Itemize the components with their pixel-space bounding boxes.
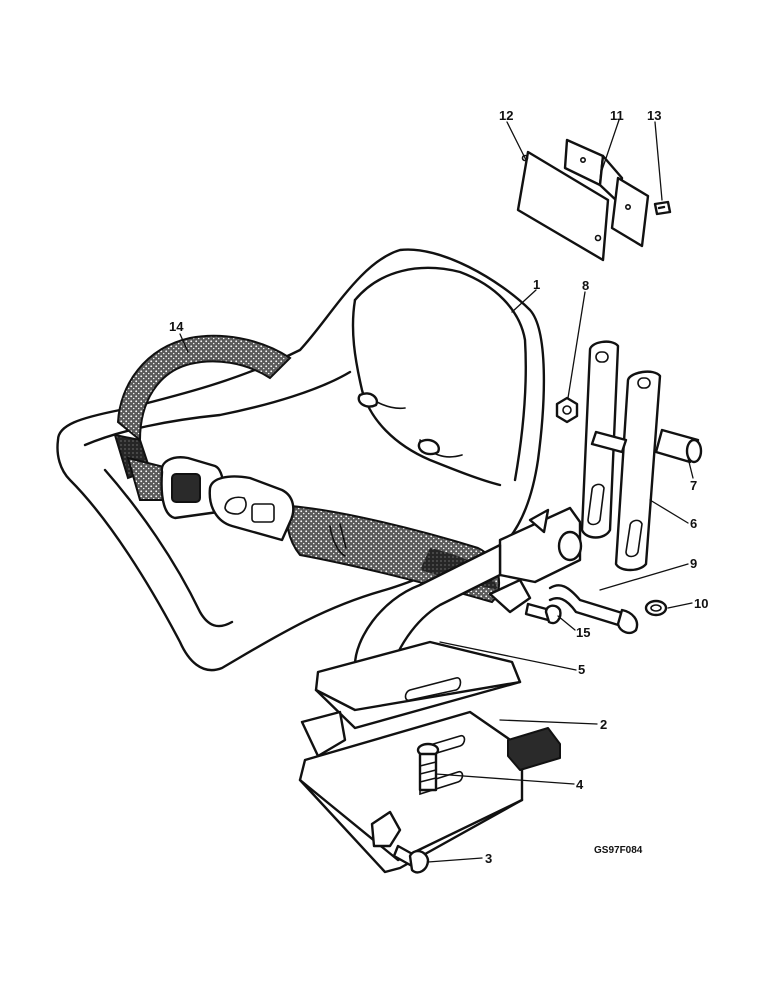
- callout-label: 6: [690, 516, 697, 531]
- callout-label: 4: [576, 777, 584, 792]
- slide-rail-part: [298, 710, 561, 874]
- callout-label: 1: [533, 277, 540, 292]
- callout-labels: 12 11 13 1 8 14 7 6 9 10 15 5 2 4 3 GS97…: [169, 108, 708, 866]
- callout-label: 9: [690, 556, 697, 571]
- belt-tongue-part: [160, 456, 225, 520]
- callout-label: 2: [600, 717, 607, 732]
- callout-label: 15: [576, 625, 590, 640]
- callout-label: 7: [690, 478, 697, 493]
- bolt-part-3: [392, 844, 430, 874]
- retaining-clip-part: [644, 599, 668, 617]
- callout-label: 3: [485, 851, 492, 866]
- seat-support-bracket-part: [314, 506, 583, 730]
- pivot-pin-part: [528, 508, 639, 635]
- callout-label: 11: [610, 108, 624, 123]
- belt-bolt-part: [524, 602, 562, 625]
- bracket-plate-part: [563, 138, 650, 248]
- bolt-part-4: [416, 742, 440, 792]
- screw-part: [653, 200, 672, 216]
- spacer-tube-part: [654, 428, 703, 464]
- callout-label: 8: [582, 278, 589, 293]
- belt-buckle-part: [208, 475, 295, 542]
- callout-label: 5: [578, 662, 585, 677]
- callout-label: 10: [694, 596, 708, 611]
- callout-label: 14: [169, 319, 184, 334]
- callout-label: 12: [499, 108, 513, 123]
- spacer-sleeve-part: [590, 430, 628, 454]
- drawing-code: GS97F084: [594, 845, 643, 856]
- callout-label: 13: [647, 108, 661, 123]
- backing-plate-part: [516, 150, 610, 262]
- callout-leaders: [179, 119, 694, 863]
- belt-anchor-part: [488, 578, 532, 614]
- mounting-strap-part: [580, 340, 662, 572]
- nut-part: [555, 396, 579, 424]
